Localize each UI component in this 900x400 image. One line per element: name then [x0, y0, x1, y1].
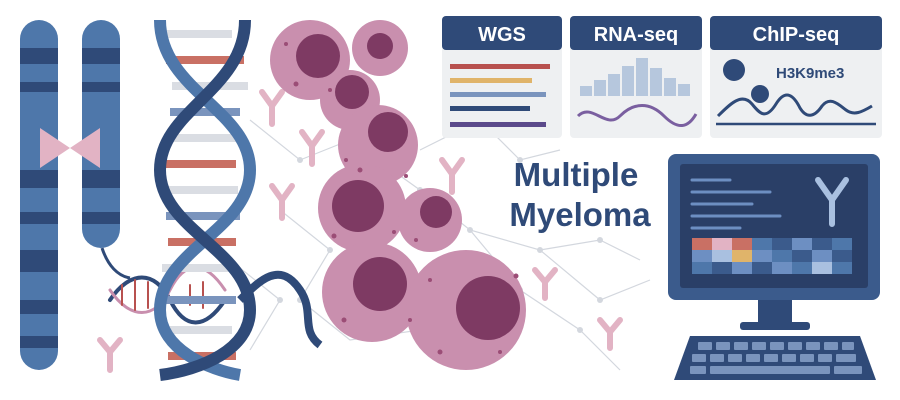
wgs-panel: WGS [442, 16, 562, 138]
keyboard-icon [674, 336, 876, 380]
title: Multiple Myeloma [509, 156, 651, 233]
dna-helix-icon [153, 19, 323, 381]
network-nodes [277, 117, 603, 333]
antibody-icon [97, 89, 623, 373]
rna-seq-panel: RNA-seq [570, 16, 702, 138]
wgs-panel-title: WGS [478, 24, 526, 46]
rna-seq-panel-title: RNA-seq [594, 24, 678, 46]
myeloma-cell-icon [270, 20, 526, 370]
chromosome-icon [20, 20, 131, 370]
computer-monitor-icon [668, 154, 880, 330]
heatmap-thumbnail [692, 238, 852, 274]
chip-seq-panel: ChIP-seq H3K9me3 [710, 16, 882, 138]
title-line-1: Multiple [514, 156, 639, 193]
chip-seq-panel-title: ChIP-seq [753, 24, 840, 46]
title-line-2: Myeloma [509, 196, 651, 233]
histone-mark-label: H3K9me3 [776, 65, 844, 82]
